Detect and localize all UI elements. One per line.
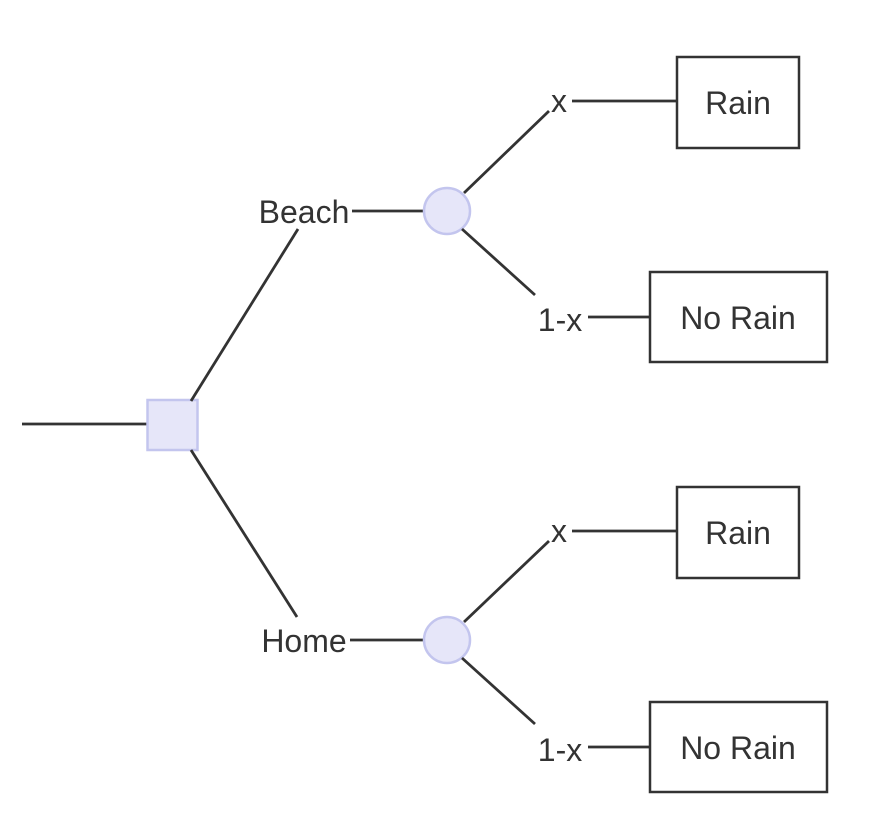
branch-home: Home x Rain 1-x No Rain <box>189 449 829 794</box>
probability-label-beach-rain: x <box>551 83 567 119</box>
outcome-box-beach-rain <box>675 55 801 150</box>
chance-node-beach <box>422 186 472 236</box>
edge-root-to-home <box>189 449 299 618</box>
outcome-label-beach-rain: Rain <box>705 85 771 121</box>
branch-label-home: Home <box>261 623 346 659</box>
outcome-label-home-norain: No Rain <box>680 730 796 766</box>
edge-root-to-beach <box>189 228 300 402</box>
outcome-label-home-rain: Rain <box>705 515 771 551</box>
decision-node-square <box>146 398 199 452</box>
outcome-label-beach-norain: No Rain <box>680 300 796 336</box>
branch-label-beach: Beach <box>259 194 350 230</box>
probability-label-home-norain: 1-x <box>538 732 582 768</box>
outcome-box-beach-norain <box>648 270 829 364</box>
edge-home-chance-to-norain <box>461 656 536 726</box>
probability-label-home-rain: x <box>551 513 567 549</box>
chance-node-home <box>422 615 472 665</box>
edge-beach-chance-to-norain <box>461 227 536 297</box>
edge-home-chance-to-rain <box>463 539 550 624</box>
edge-beach-chance-to-rain <box>463 109 550 195</box>
branch-beach: Beach x Rain 1-x No Rain <box>189 55 829 402</box>
outcome-box-home-rain <box>675 485 801 580</box>
outcome-box-home-norain <box>648 700 829 794</box>
probability-label-beach-norain: 1-x <box>538 302 582 338</box>
